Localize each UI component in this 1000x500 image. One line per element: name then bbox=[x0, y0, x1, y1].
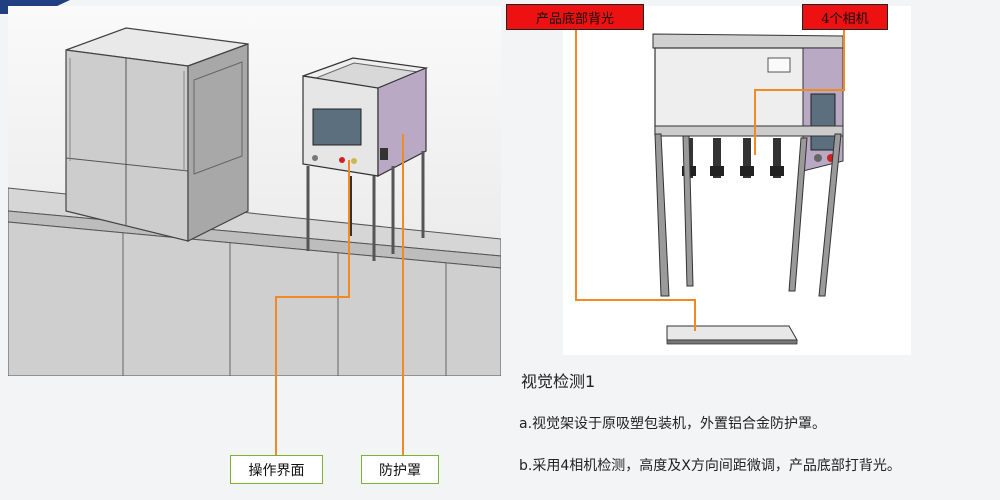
description-line-b: b.采用4相机检测，高度及X方向间距微调，产品底部打背光。 bbox=[519, 458, 901, 474]
leader-line bbox=[843, 30, 845, 90]
cad-render-vision-frame bbox=[563, 6, 911, 355]
leader-line bbox=[575, 299, 696, 301]
vision-frame-left bbox=[302, 57, 429, 261]
leader-line bbox=[575, 30, 577, 301]
vision-frame-right bbox=[652, 33, 844, 297]
backlight-plate bbox=[666, 325, 798, 345]
leader-line bbox=[694, 299, 696, 331]
callout-operation-ui: 操作界面 bbox=[230, 455, 323, 484]
section-title: 视觉检测1 bbox=[521, 372, 596, 391]
description-line-a: a.视觉架设于原吸塑包装机，外置铝合金防护罩。 bbox=[519, 416, 827, 432]
packaging-cabinet bbox=[65, 27, 249, 242]
callout-backlight: 产品底部背光 bbox=[506, 4, 644, 30]
leader-line bbox=[275, 296, 350, 298]
leader-line bbox=[754, 89, 845, 91]
leader-line bbox=[402, 134, 404, 455]
callout-guard: 防护罩 bbox=[361, 455, 439, 484]
leader-line bbox=[275, 296, 277, 456]
leader-line bbox=[348, 160, 350, 297]
callout-cameras: 4个相机 bbox=[802, 4, 888, 30]
leader-line bbox=[754, 89, 756, 155]
cad-render-machine-line bbox=[8, 6, 501, 376]
